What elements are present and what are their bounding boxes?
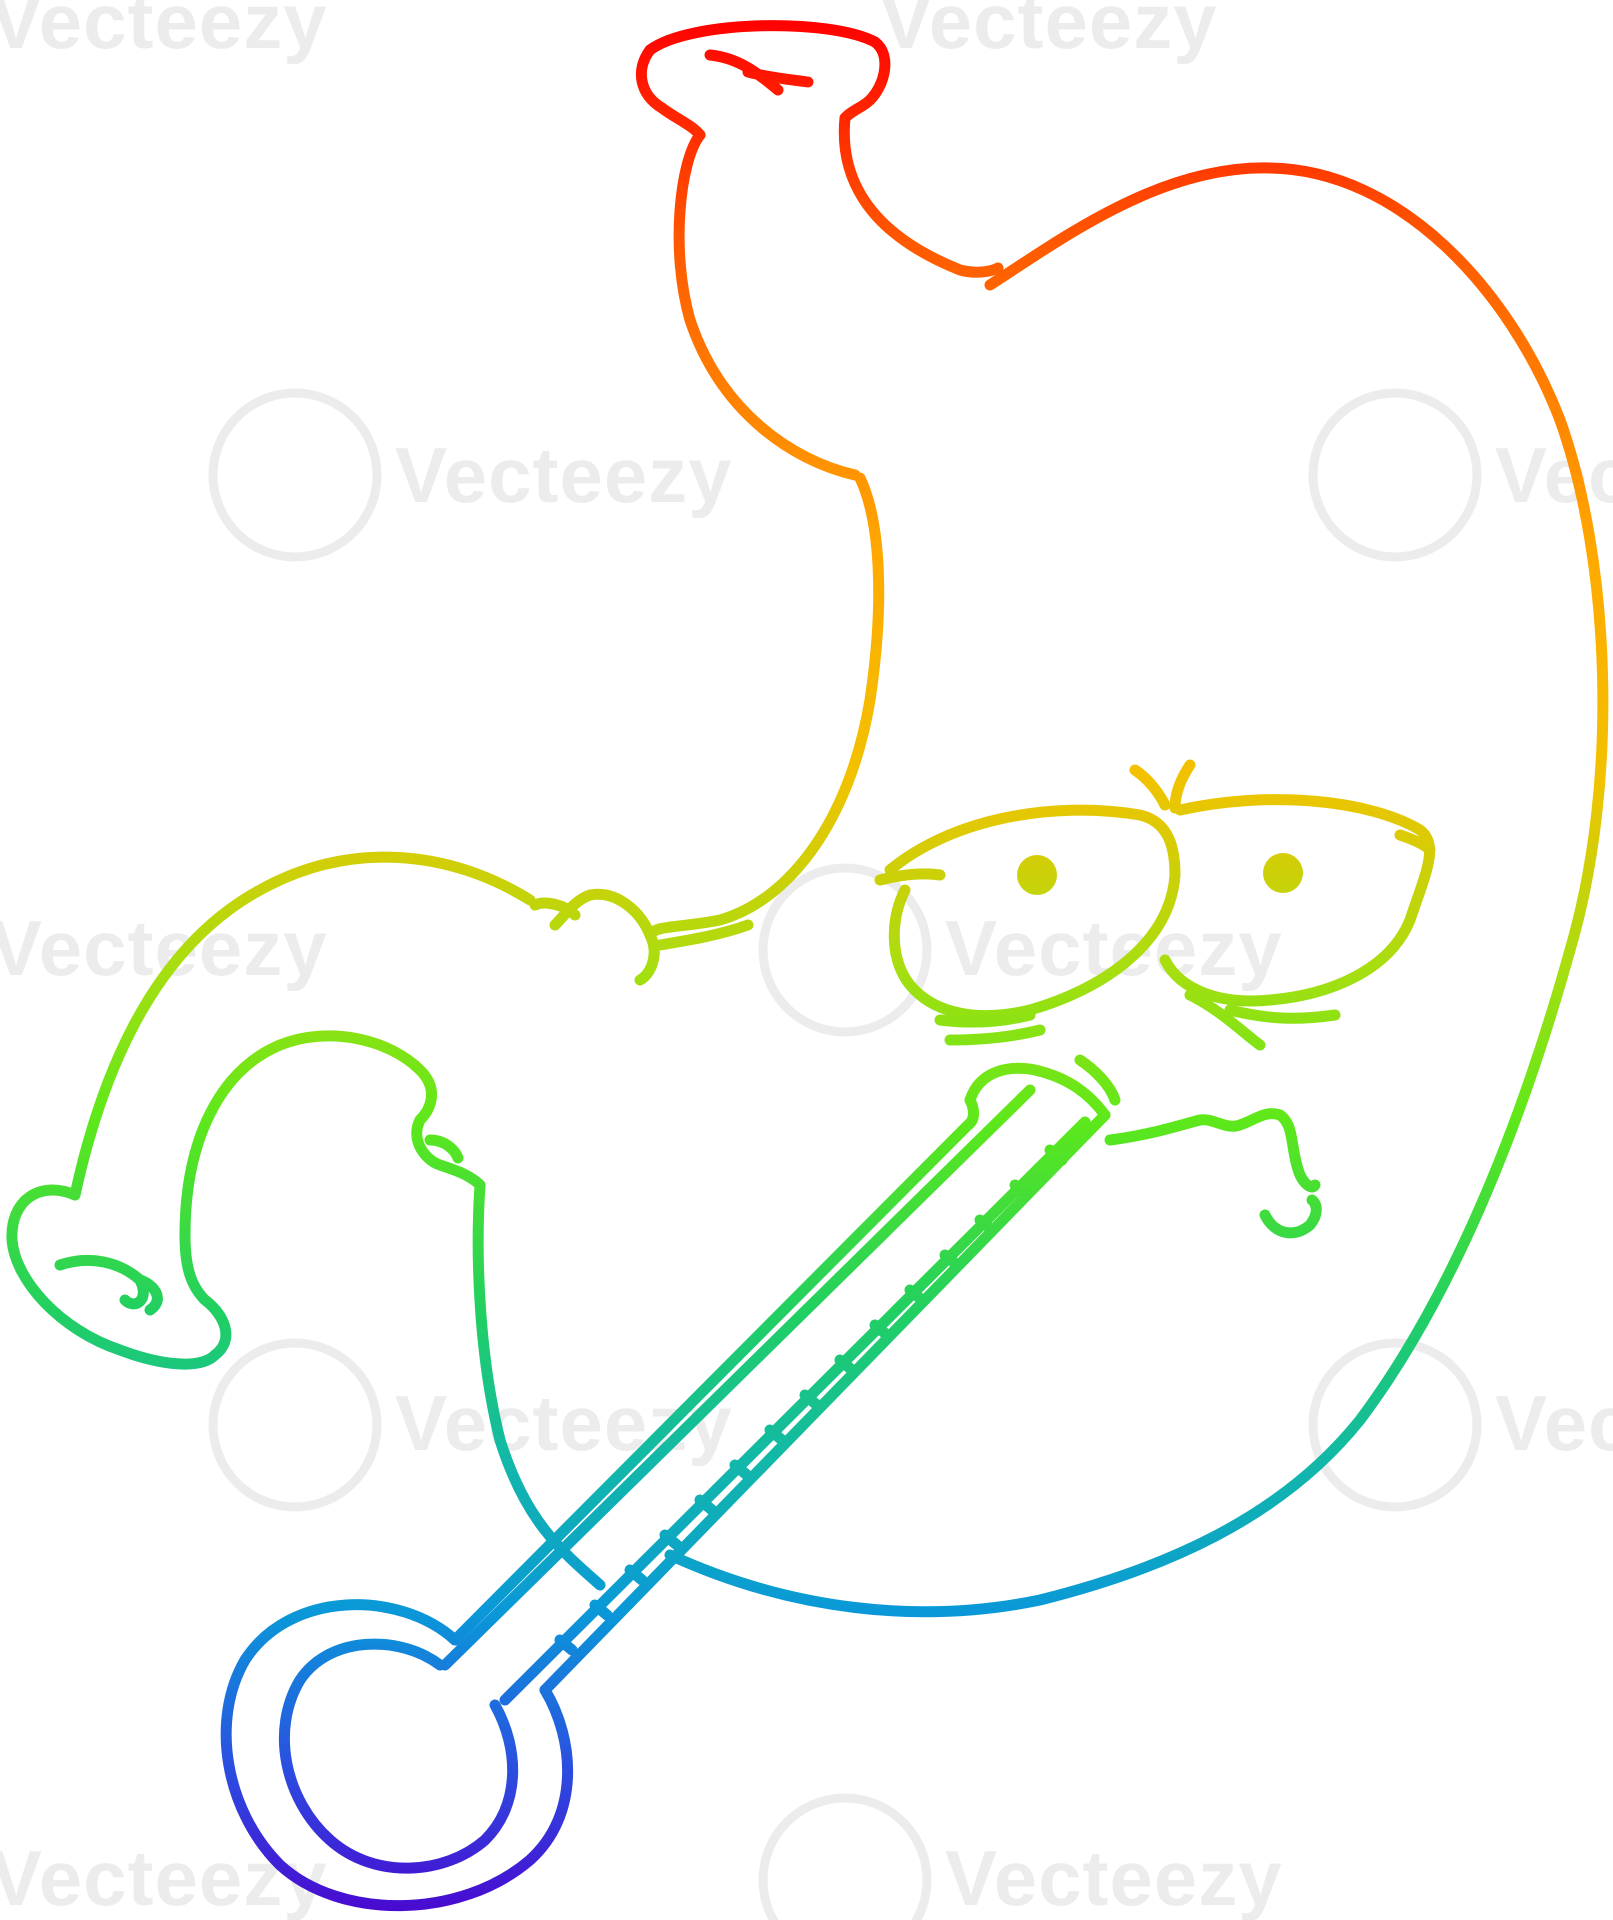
watermark-logo-icon [208, 388, 382, 562]
watermark-text: Vecteezy [395, 1379, 733, 1467]
stomach-fold [529, 888, 656, 941]
right-eye-outline [1159, 794, 1436, 1007]
thermometer-tip [964, 1062, 1111, 1121]
duodenum-end-detail [54, 1254, 163, 1316]
right-pupil [1263, 853, 1303, 893]
duodenum-inner-loop [179, 1030, 438, 1361]
esophagus [636, 20, 1004, 481]
esophagus-rim [644, 20, 891, 124]
mouth [1074, 1054, 1322, 1239]
left-pupil [1017, 855, 1057, 895]
thermometer-icon [220, 1062, 1111, 1912]
watermark-row-1: Vecteezy Vecteezy [208, 388, 1613, 562]
duodenum-end-cap [6, 1184, 221, 1370]
watermark-text: Vecteezy [945, 1834, 1283, 1920]
left-eye-lid-line [874, 868, 946, 886]
thermometer-bulb-outer [220, 1599, 574, 1912]
thermometer-ticks [554, 1144, 1068, 1656]
thermometer-tube-right [539, 1109, 1111, 1696]
watermark-logo-icon [1308, 1338, 1482, 1512]
mouth-line [1104, 1108, 1321, 1193]
stomach-lesser-curvature [644, 472, 885, 941]
watermark-logo-icon [208, 1338, 382, 1512]
thermometer-inner-tube-left [439, 1084, 1036, 1671]
stomach-fold-inner [634, 919, 754, 986]
duodenum-outer [69, 851, 536, 1201]
thermometer-bulb-inner [278, 1638, 519, 1874]
mouth-drool [1259, 1194, 1322, 1239]
right-eye-lid-line [1394, 829, 1436, 856]
brow-tuft [1129, 759, 1196, 814]
face [874, 759, 1436, 1051]
watermark-text: Vecteezy [945, 904, 1283, 992]
watermark-bottom: Vecteezy Vecteezy [0, 1793, 1283, 1920]
esophagus-inner-mark [704, 49, 814, 96]
watermark-logo-icon [758, 1793, 932, 1920]
stomach-greater-curvature [664, 162, 1609, 1618]
thermometer-tube-left [449, 1094, 979, 1646]
watermark-text: Vecteezy [0, 1834, 328, 1920]
right-eye-bag [1184, 989, 1341, 1051]
watermark-text: Vecteezy [1495, 431, 1613, 519]
mouth-side-mark [1074, 1054, 1121, 1106]
stomach-body [529, 162, 1609, 1618]
esophagus-rim-left [636, 44, 706, 141]
watermark-text: Vecteezy [395, 431, 733, 519]
duodenum [6, 851, 606, 1591]
watermark-text: Vecteezy [1495, 1379, 1613, 1467]
esophagus-left-wall [673, 129, 861, 481]
watermark-logo-icon [1308, 388, 1482, 562]
watermark-logo-icon [758, 863, 932, 1037]
watermark-top: Vecteezy Vecteezy [0, 0, 1218, 65]
watermark-text: Vecteezy [880, 0, 1218, 65]
watermark-row-3: Vecteezy Vecteezy [208, 1338, 1613, 1512]
left-eye-outline [884, 804, 1181, 1022]
left-eye-bag [934, 1009, 1046, 1046]
watermark-text: Vecteezy [0, 0, 328, 65]
duodenum-inner-detail [411, 1114, 486, 1191]
esophagus-right-wall [838, 112, 1004, 278]
